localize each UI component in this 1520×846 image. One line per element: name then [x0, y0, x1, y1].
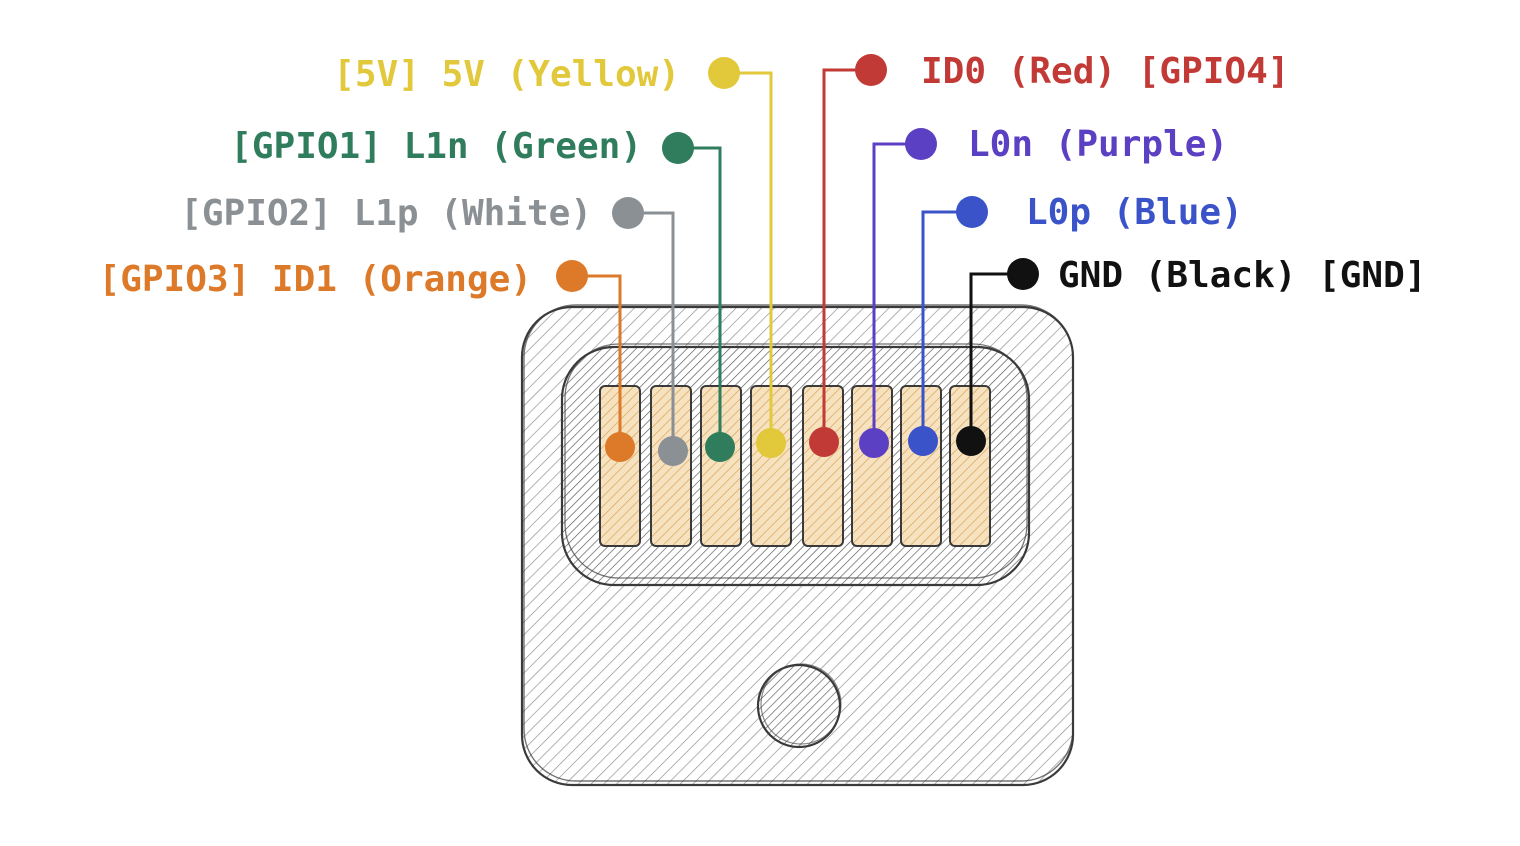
mounting-hole — [756, 663, 842, 749]
pin-label-yellow: [5V] 5V (Yellow) — [333, 54, 680, 95]
purple-dot-icon — [905, 128, 937, 160]
orange-dot-icon — [556, 260, 588, 292]
contact-purple — [851, 385, 893, 547]
grey-dot-icon — [612, 197, 644, 229]
contact-blue — [900, 385, 942, 547]
pin-label-red: ID0 (Red) [GPIO4] — [921, 51, 1290, 92]
pin-label-black: GND (Black) [GND] — [1058, 255, 1427, 296]
dots-group — [556, 54, 1039, 466]
contacts-group — [599, 385, 991, 547]
yellow-dot-icon — [708, 57, 740, 89]
orange-dot-pin-icon — [605, 432, 635, 462]
grey-dot-pin-icon — [658, 436, 688, 466]
blue-dot-pin-icon — [908, 426, 938, 456]
pin-label-blue: L0p (Blue) — [1026, 192, 1243, 233]
wire-blue — [921, 210, 972, 441]
yellow-dot-pin-icon — [756, 428, 786, 458]
black-dot-icon — [1007, 258, 1039, 290]
purple-dot-pin-icon — [859, 428, 889, 458]
pin-label-white: [GPIO2] L1p (White) — [180, 193, 592, 234]
blue-dot-icon — [956, 196, 988, 228]
contact-white — [650, 385, 692, 547]
pin-label-orange: [GPIO3] ID1 (Orange) — [98, 259, 532, 300]
red-dot-pin-icon — [809, 427, 839, 457]
green-dot-pin-icon — [705, 432, 735, 462]
pin-label-green: [GPIO1] L1n (Green) — [230, 126, 642, 167]
green-dot-icon — [662, 132, 694, 164]
pin-label-purple: L0n (Purple) — [968, 124, 1229, 165]
wire-black — [969, 272, 1023, 441]
red-dot-icon — [855, 54, 887, 86]
black-dot-pin-icon — [956, 426, 986, 456]
